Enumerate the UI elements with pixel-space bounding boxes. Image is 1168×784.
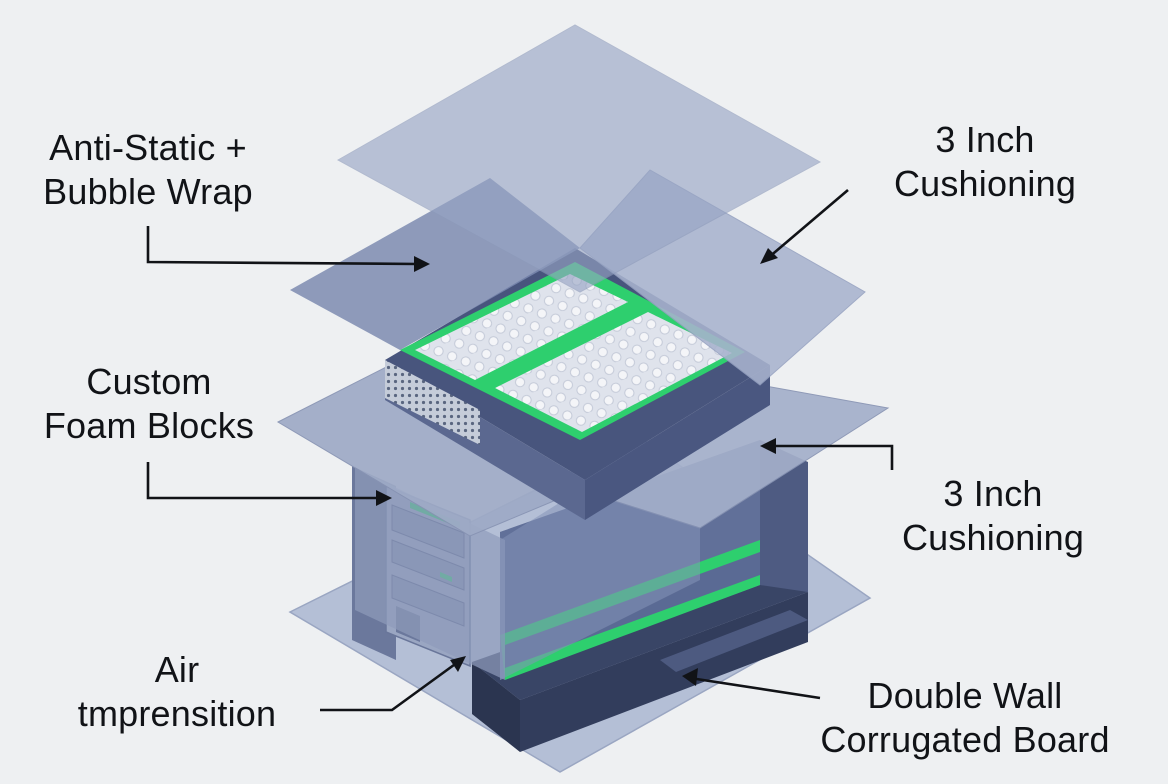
outer-box-left-wall xyxy=(355,468,505,680)
label-foam-blocks-line2: Foam Blocks xyxy=(43,405,255,446)
bubble-wrap-panel xyxy=(495,312,732,432)
top-lid-sheet xyxy=(336,24,822,293)
arrow-foam-blocks xyxy=(146,462,382,500)
label-cushion-side-line2: Cushioning xyxy=(901,517,1085,558)
arrow-cushion-top xyxy=(767,189,849,259)
arrow-icon xyxy=(376,248,778,686)
arrow-double-wall xyxy=(689,676,821,700)
arrow-cushion-side xyxy=(770,444,894,470)
label-cushion-top-line1: 3 Inch xyxy=(935,119,1035,160)
label-air-line2: tmprensition xyxy=(77,693,277,734)
label-anti-static: Anti-Static + Bubble Wrap xyxy=(30,126,266,214)
label-double-wall: Double Wall Corrugated Board xyxy=(790,674,1140,762)
arrow-anti-static xyxy=(146,226,419,266)
label-cushion-side: 3 Inch Cushioning xyxy=(880,472,1106,560)
hexagon-pattern-icon xyxy=(415,274,628,380)
leader-lines xyxy=(146,189,894,712)
vent-grille-icon xyxy=(385,360,480,445)
label-anti-static-line1: Anti-Static + xyxy=(49,127,247,168)
arrow-air xyxy=(320,660,459,712)
label-cushion-side-line1: 3 Inch xyxy=(943,473,1043,514)
label-foam-blocks-line1: Custom xyxy=(86,361,212,402)
label-anti-static-line2: Bubble Wrap xyxy=(43,171,253,212)
label-cushion-top-line2: Cushioning xyxy=(893,163,1077,204)
label-double-wall-line2: Corrugated Board xyxy=(820,719,1110,760)
label-air: Air tmprensition xyxy=(54,648,300,736)
label-double-wall-line1: Double Wall xyxy=(867,675,1063,716)
label-cushion-top: 3 Inch Cushioning xyxy=(872,118,1098,206)
label-air-line1: Air xyxy=(154,649,200,690)
outer-box-front-panel xyxy=(500,490,700,680)
label-foam-blocks: Custom Foam Blocks xyxy=(26,360,272,448)
